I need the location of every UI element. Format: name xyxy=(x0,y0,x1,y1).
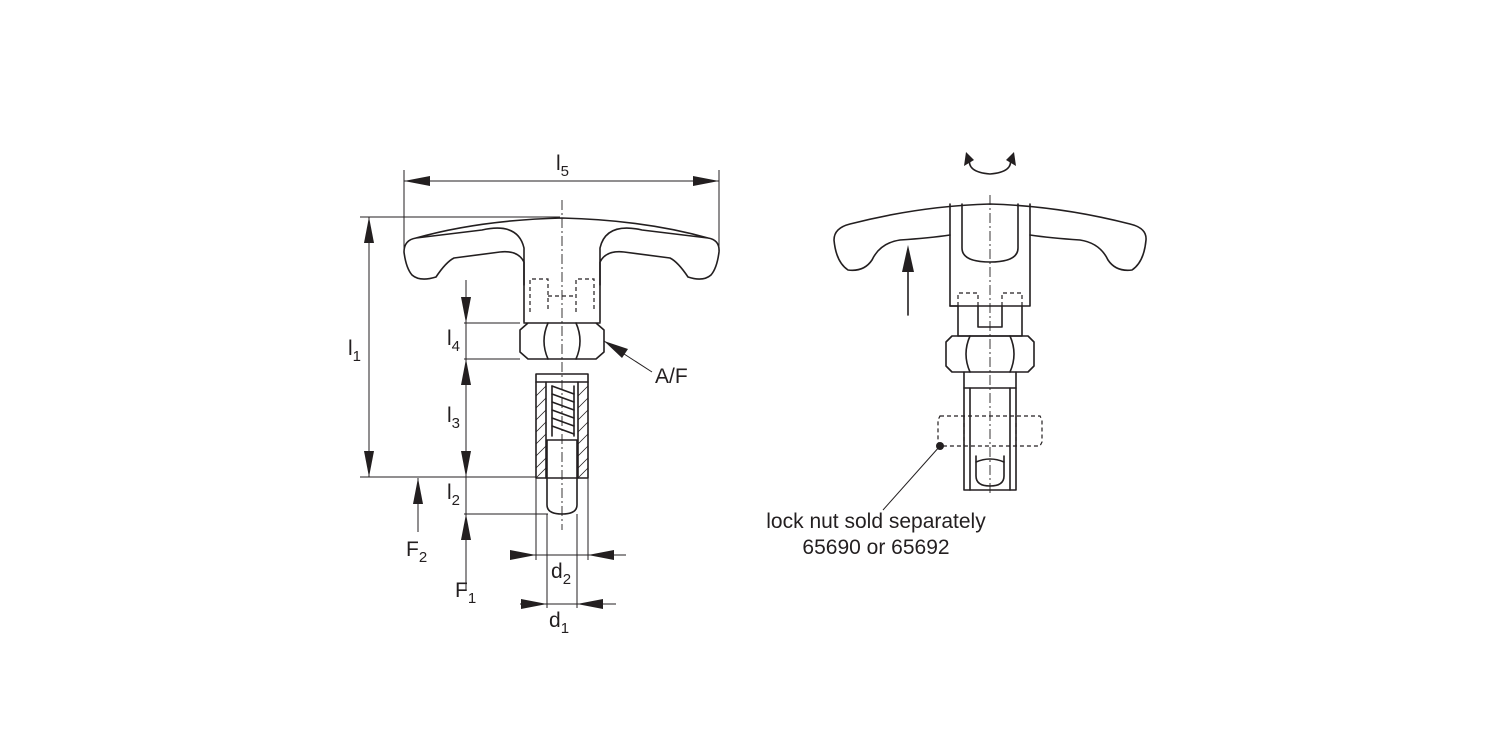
F1-main: F xyxy=(455,579,468,602)
left-view: l5 l1 l4 l3 l2 F1 xyxy=(348,152,720,637)
l5-sub: 5 xyxy=(561,163,569,180)
l2-sub: 2 xyxy=(452,492,460,509)
dim-chain: l4 l3 l2 F1 xyxy=(447,280,548,607)
svg-text:l3: l3 xyxy=(447,404,460,432)
F1-sub: 1 xyxy=(468,590,476,607)
svg-text:d1: d1 xyxy=(549,609,569,637)
svg-text:l1: l1 xyxy=(348,337,361,365)
svg-text:F2: F2 xyxy=(406,538,427,566)
svg-text:l2: l2 xyxy=(447,481,460,509)
dim-l1: l1 xyxy=(348,216,560,478)
left-t-handle xyxy=(403,217,720,286)
right-hidden-slot xyxy=(957,292,1023,306)
af-leader: A/F xyxy=(603,340,688,388)
l4-sub: 4 xyxy=(452,338,460,355)
note-line-1: lock nut sold separately xyxy=(766,510,986,533)
l4-main: l xyxy=(447,327,452,350)
force-F2: F2 xyxy=(406,478,427,566)
svg-text:l4: l4 xyxy=(447,327,460,355)
l1-sub: 1 xyxy=(353,348,361,365)
svg-text:l5: l5 xyxy=(556,152,569,180)
lock-nut-outline xyxy=(937,415,1043,447)
F2-sub: 2 xyxy=(419,549,427,566)
left-plunger-body xyxy=(535,373,589,479)
svg-text:F1: F1 xyxy=(455,579,476,607)
l3-main: l xyxy=(447,404,452,427)
svg-text:d2: d2 xyxy=(551,560,571,588)
dim-d1: d1 xyxy=(520,514,616,637)
push-arrow xyxy=(902,245,914,316)
d1-main: d xyxy=(549,609,561,632)
F2-main: F xyxy=(406,538,419,561)
note-leader xyxy=(882,442,944,511)
dim-d2: d2 xyxy=(510,478,626,588)
l2-main: l xyxy=(447,481,452,504)
dim-l5: l5 xyxy=(403,152,720,250)
l5-main: l xyxy=(556,152,561,175)
l3-sub: 3 xyxy=(452,415,460,432)
d2-main: d xyxy=(551,560,563,583)
l1-main: l xyxy=(348,337,353,360)
right-hex-nut xyxy=(945,335,1035,373)
d2-sub: 2 xyxy=(563,571,571,588)
right-view: lock nut sold separately 65690 or 65692 xyxy=(766,152,1147,559)
d1-sub: 1 xyxy=(561,620,569,637)
rotation-icon xyxy=(964,152,1016,175)
af-label: A/F xyxy=(655,365,688,388)
note-line-2: 65690 or 65692 xyxy=(802,536,949,559)
